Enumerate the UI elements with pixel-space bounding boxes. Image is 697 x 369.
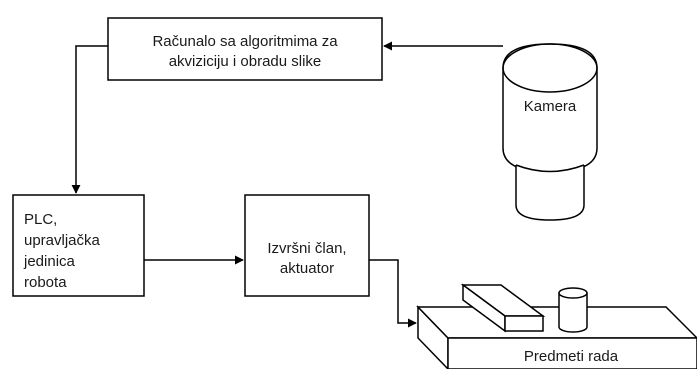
table-top [416,306,697,339]
workpieces-label: Predmeti rada [524,348,619,365]
camera-top-rim [502,43,598,93]
computer-label-line2: akviziciju i obradu slike [169,53,322,70]
computer-label-line1: Računalo sa algoritmima za [152,33,338,50]
plc-node: PLC, upravljačka jedinica robota [12,194,145,297]
table-front [447,337,697,369]
camera-node: Kamera [502,43,598,221]
camera-lens-rim [515,164,585,173]
actuator-label-line2: aktuator [280,260,334,277]
cylinder-body [558,293,588,333]
actuator-node: Izvršni član, aktuator [244,194,370,297]
actuator-box [244,194,370,297]
block-front [504,315,544,332]
edge-actuator-to-workpieces [369,259,417,328]
camera-label: Kamera [524,98,577,115]
plc-label-line4: robota [24,274,67,291]
actuator-label-line1: Izvršni član, [267,240,346,257]
edge-computer-to-plc [71,45,108,194]
workpieces-node: Predmeti rada [416,283,697,369]
plc-label-line2: upravljačka [24,232,101,249]
cylinder-top [558,287,588,299]
computer-node: Računalo sa algoritmima za akviziciju i … [107,17,383,81]
camera-lens [515,165,585,221]
plc-label-line3: jedinica [23,253,76,270]
plc-label-line1: PLC, [24,211,57,228]
computer-box [107,17,383,81]
plc-box [12,194,145,297]
